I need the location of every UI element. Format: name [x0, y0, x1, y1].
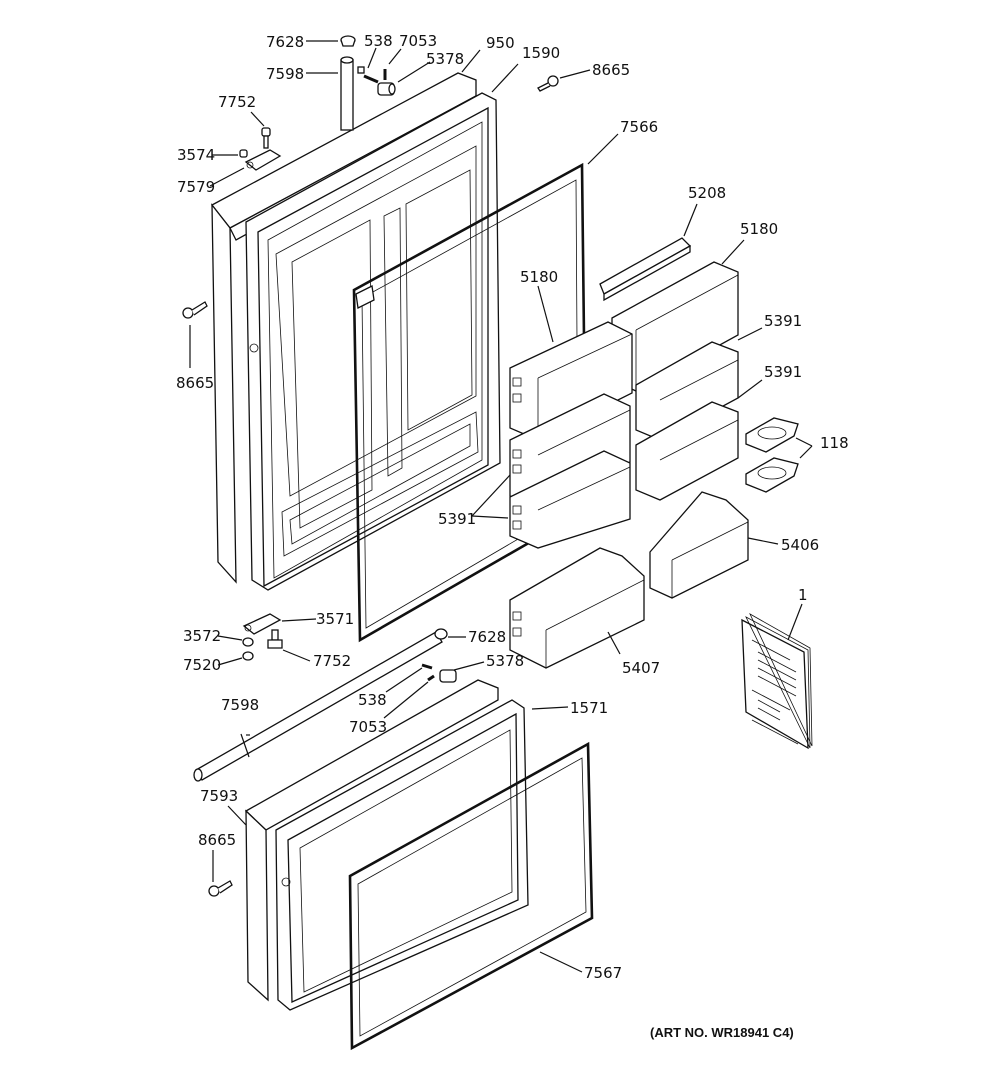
callout-7579: 7579	[177, 178, 215, 196]
door-bin-left-2[interactable]	[509, 450, 631, 549]
screw-8665-side[interactable]	[182, 301, 208, 319]
callout-5180: 5180	[520, 268, 558, 286]
callout-7593: 7593	[200, 787, 238, 805]
callout-3574: 3574	[177, 146, 215, 164]
lower-handle[interactable]	[193, 631, 443, 782]
lower-nut[interactable]	[242, 637, 254, 647]
lower-hinge-pin[interactable]	[267, 629, 283, 649]
upper-cap[interactable]	[340, 35, 356, 47]
lower-cap[interactable]	[434, 628, 448, 640]
lower-hinge[interactable]	[242, 613, 282, 635]
callout-5208: 5208	[688, 184, 726, 202]
lower-screw-7053	[427, 674, 435, 682]
screw-8665-lower[interactable]	[208, 880, 233, 897]
art-number: (ART NO. WR18941 C4)	[650, 1025, 794, 1040]
door-bin-right-2[interactable]	[635, 401, 739, 501]
screw-8665-top[interactable]	[537, 75, 559, 92]
callout-7566: 7566	[620, 118, 658, 136]
freezer-door-outer[interactable]	[244, 679, 499, 1002]
upper-handle-mount[interactable]	[377, 82, 396, 96]
callout-5378: 5378	[486, 652, 524, 670]
callout-8665: 8665	[592, 61, 630, 79]
door-bin-5407[interactable]	[509, 547, 645, 669]
callout-1590: 1590	[522, 44, 560, 62]
callout-950: 950	[486, 34, 515, 52]
callout-118: 118	[820, 434, 849, 452]
upper-screw-538	[363, 74, 379, 84]
callout-5378: 5378	[426, 50, 464, 68]
upper-handle[interactable]	[340, 56, 354, 131]
callout-7628: 7628	[266, 33, 304, 51]
callout-538: 538	[358, 691, 387, 709]
callout-7752: 7752	[313, 652, 351, 670]
dairy-bin-left[interactable]	[509, 321, 633, 441]
bin-trim-5208[interactable]	[599, 237, 692, 302]
callout-1571: 1571	[570, 699, 608, 717]
callout-7752: 7752	[218, 93, 256, 111]
callout-5391: 5391	[764, 363, 802, 381]
callout-5407: 5407	[622, 659, 660, 677]
upper-hinge[interactable]	[244, 149, 282, 171]
callout-8665: 8665	[198, 831, 236, 849]
door-bin-5406[interactable]	[649, 491, 749, 599]
callout-5406: 5406	[781, 536, 819, 554]
callout-3572: 3572	[183, 627, 221, 645]
callout-5391: 5391	[438, 510, 476, 528]
freezer-door-liner[interactable]	[275, 699, 529, 1011]
owners-manual[interactable]	[741, 613, 813, 750]
egg-tray-top[interactable]	[745, 417, 799, 453]
callout-7628: 7628	[468, 628, 506, 646]
callout-5391: 5391	[764, 312, 802, 330]
fresh-food-door-liner[interactable]	[245, 92, 501, 591]
lower-bushing[interactable]	[242, 651, 254, 661]
upper-bushing[interactable]	[239, 149, 248, 158]
callout-538: 538	[364, 32, 393, 50]
callout-7053: 7053	[349, 718, 387, 736]
callout-7520: 7520	[183, 656, 221, 674]
callout-1: 1	[798, 586, 808, 604]
upper-hinge-pin[interactable]	[261, 127, 271, 149]
freezer-gasket[interactable]	[348, 741, 594, 1051]
lower-handle-mount[interactable]	[439, 669, 457, 683]
callout-5180: 5180	[740, 220, 778, 238]
callout-3571: 3571	[316, 610, 354, 628]
lower-screw-538	[421, 663, 433, 670]
callout-7598: 7598	[266, 65, 304, 83]
callout-7053: 7053	[399, 32, 437, 50]
callout-7567: 7567	[584, 964, 622, 982]
door-bin-left-1[interactable]	[509, 393, 631, 509]
callout-8665: 8665	[176, 374, 214, 392]
plug	[357, 66, 365, 74]
leader-lines	[189, 40, 813, 973]
callout-labels: 7628 538 7053 950 1590 8665 5378 7598 77…	[176, 32, 849, 982]
callout-7598: 7598	[221, 696, 259, 714]
egg-tray-bottom[interactable]	[745, 457, 799, 493]
